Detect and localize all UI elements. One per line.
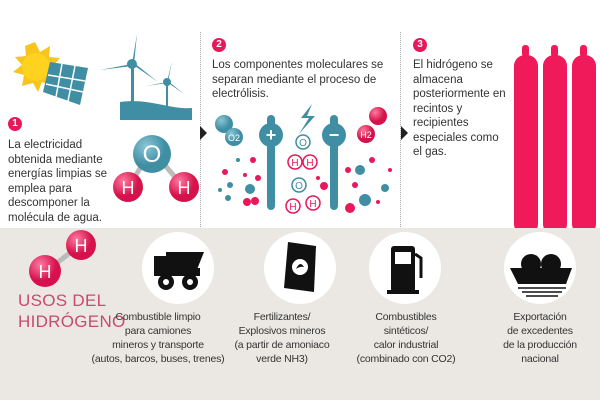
svg-text:H: H [122, 178, 135, 198]
svg-text:H: H [306, 158, 313, 169]
truck-circle [142, 232, 214, 304]
svg-text:H: H [39, 262, 52, 282]
svg-text:H: H [291, 158, 298, 169]
solar-panel-icon [43, 62, 88, 105]
svg-text:−: − [329, 125, 340, 145]
renewable-energy-illustration [13, 34, 192, 120]
svg-text:O: O [299, 138, 307, 149]
arrow-right-icon [200, 126, 207, 140]
svg-text:O: O [295, 181, 303, 192]
svg-text:H2: H2 [360, 130, 372, 140]
separator [400, 32, 401, 227]
oxygen-label: O [143, 141, 162, 168]
svg-text:O2: O2 [228, 133, 240, 143]
cathode-minus: − [322, 115, 346, 210]
svg-text:H: H [309, 199, 316, 210]
svg-text:H: H [178, 178, 191, 198]
fuel-circle [369, 232, 441, 304]
mining-truck-icon [154, 252, 204, 290]
svg-text:H: H [75, 236, 88, 256]
svg-text:+: + [266, 125, 277, 145]
fertilizer-bag-icon [284, 242, 316, 292]
uses-title: USOS DEL HIDRÓGENO [18, 291, 126, 331]
step-3-badge: 3 [413, 38, 427, 52]
gas-cylinders-icon [514, 45, 596, 230]
step-1-badge: 1 [8, 117, 22, 131]
electrolysis-illustration: + − O2 H2 O H H O H H [215, 104, 392, 214]
svg-text:H: H [289, 202, 296, 213]
fuel-pump-icon [387, 246, 423, 294]
anode-plus: + [259, 115, 283, 210]
hydrogen-molecule-icon: H H [29, 230, 96, 287]
arrow-right-icon [401, 126, 408, 140]
step-1-text: La electricidad obtenida mediante energí… [8, 139, 108, 224]
gas-tanker-ship-icon [510, 254, 572, 297]
fertilizer-circle [264, 232, 336, 304]
ship-circle [504, 232, 576, 304]
water-molecule-illustration: O H H [113, 135, 199, 202]
particles [218, 157, 392, 213]
step-2-badge: 2 [212, 38, 226, 52]
use-caption-fertilizer: Fertilizantes/Explosivos mineros(a parti… [234, 311, 330, 365]
step-2-text: Los componentes moleculares se separan m… [212, 59, 384, 100]
lightning-icon [299, 104, 315, 134]
step-3-text: El hidrógeno se almacena posteriormente … [413, 59, 506, 158]
wind-turbine-icon [100, 34, 192, 120]
